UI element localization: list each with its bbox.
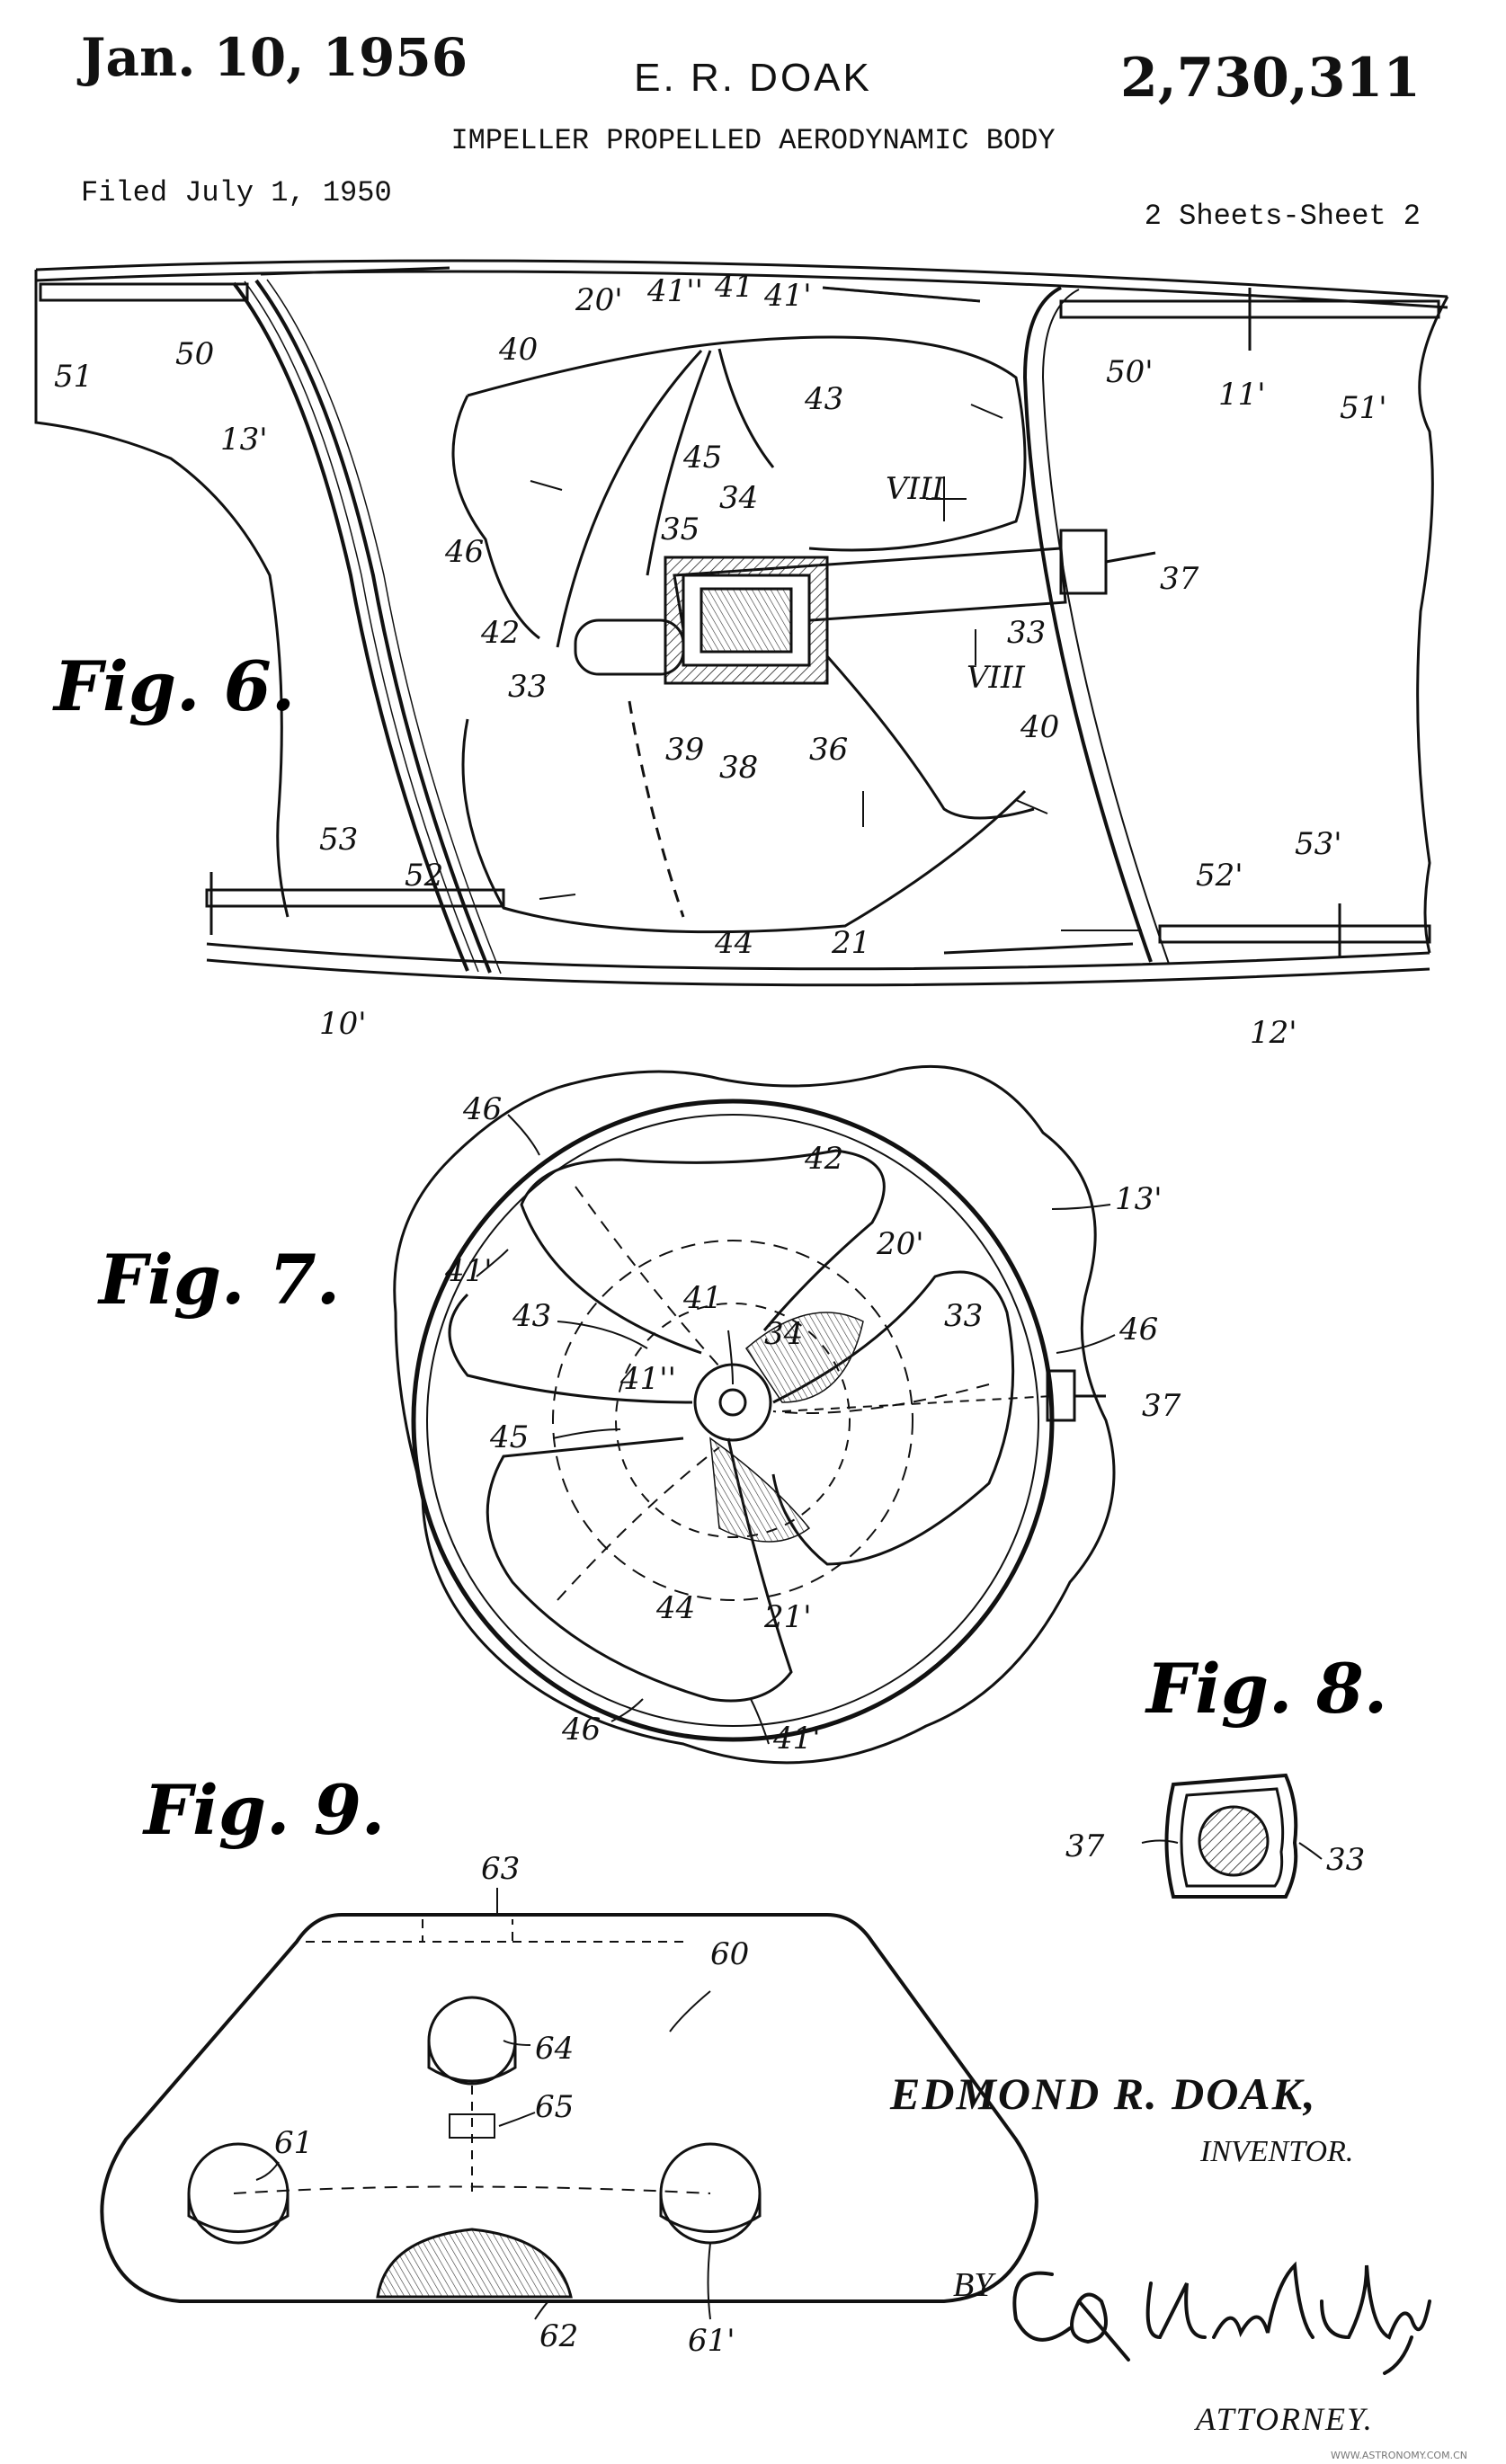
ref-label: 33 xyxy=(944,1298,983,1334)
ref-label: 33 xyxy=(1326,1842,1365,1878)
ref-label: 36 xyxy=(809,732,848,768)
ref-label: 41'' xyxy=(619,1361,676,1397)
ref-label: 13' xyxy=(220,422,268,458)
ref-label: 37 xyxy=(1160,561,1199,597)
ref-label: 46 xyxy=(1118,1312,1158,1348)
ref-label: 39 xyxy=(665,732,704,768)
ref-label: 46 xyxy=(462,1091,502,1127)
ref-label: 50 xyxy=(175,336,214,372)
ref-label: 40 xyxy=(498,332,538,368)
fig6-label: Fig. 6. xyxy=(52,646,295,726)
ref-label: 41' xyxy=(763,278,812,314)
ref-label: 43 xyxy=(512,1298,551,1334)
ref-label: 45 xyxy=(489,1419,529,1455)
fig8-reference-numerals: 37 33 xyxy=(1065,1828,1365,1878)
ref-label: 41' xyxy=(772,1721,821,1757)
fig9-reference-numerals: 63 60 64 65 61 62 61' xyxy=(274,1851,749,2359)
ref-label: 65 xyxy=(535,2089,574,2125)
ref-label: 21 xyxy=(831,925,870,961)
ref-label: 50' xyxy=(1106,354,1154,390)
patent-title: IMPELLER PROPELLED AERODYNAMIC BODY xyxy=(450,124,1056,157)
fig7-leader-lines xyxy=(476,1114,1116,1745)
ref-label: 34 xyxy=(764,1316,803,1352)
ref-label: 41' xyxy=(444,1253,493,1289)
ref-label: 40 xyxy=(1020,709,1059,745)
ref-label: 53 xyxy=(319,822,358,858)
attorney-label: ATTORNEY. xyxy=(1196,2401,1374,2437)
inventor-signature-name: EDMOND R. DOAK, xyxy=(890,2068,1317,2119)
watermark: WWW.ASTRONOMY.COM.CN xyxy=(1331,2450,1467,2461)
by-label: BY xyxy=(953,2266,994,2304)
ref-label: 52' xyxy=(1196,858,1243,894)
ref-label: 63 xyxy=(481,1851,520,1887)
ref-label: 20' xyxy=(575,282,623,318)
patent-date: Jan. 10, 1956 xyxy=(81,27,468,88)
ref-label: 12' xyxy=(1250,1015,1297,1051)
ref-label: 51 xyxy=(54,359,93,395)
fig9-label: Fig. 9. xyxy=(142,1770,385,1850)
ref-label: VIII xyxy=(886,471,944,507)
inventor-role: INVENTOR. xyxy=(1200,2135,1354,2168)
fig8-label: Fig. 8. xyxy=(1145,1649,1387,1729)
ref-label: 13' xyxy=(1115,1181,1163,1217)
ref-label: 41'' xyxy=(646,273,703,309)
figure-6 xyxy=(34,259,1449,987)
fig6-reference-numerals: 20' 41'' 41 41' 40 50 51 13' 43 45 34 35… xyxy=(54,269,1387,1051)
ref-label: 38 xyxy=(719,750,758,786)
ref-label: 62 xyxy=(539,2318,578,2354)
ref-label: 11' xyxy=(1218,377,1266,413)
ref-label: 64 xyxy=(535,2031,574,2067)
figure-9 xyxy=(100,1888,1038,2320)
sheet-count: 2 Sheets-Sheet 2 xyxy=(1144,200,1421,233)
figure-7 xyxy=(393,1064,1116,1765)
ref-label: 41 xyxy=(714,269,753,305)
attorney-signature xyxy=(1012,2261,1431,2375)
ref-label: 44 xyxy=(655,1590,695,1626)
ref-label: 10' xyxy=(319,1006,367,1042)
figure-8 xyxy=(1141,1773,1323,1899)
ref-label: 35 xyxy=(661,511,700,547)
ref-label: 42 xyxy=(480,615,520,651)
ref-label: 46 xyxy=(444,534,484,570)
ref-label: 20' xyxy=(876,1226,924,1262)
ref-label: 52 xyxy=(405,858,443,894)
patent-number: 2,730,311 xyxy=(1119,47,1421,110)
ref-label: 61' xyxy=(688,2323,735,2359)
ref-label: 60 xyxy=(710,1936,749,1972)
ref-label: 43 xyxy=(804,381,843,417)
ref-label: 46 xyxy=(561,1712,601,1748)
fig7-reference-numerals: 46 42 13' 20' 41' 43 41 34 33 46 41'' 37… xyxy=(444,1091,1181,1757)
ref-label: 33 xyxy=(1007,615,1046,651)
ref-label: 44 xyxy=(714,925,753,961)
ref-label: 33 xyxy=(508,669,547,705)
ref-label: 61 xyxy=(274,2125,313,2161)
ref-label: 53' xyxy=(1295,826,1342,862)
ref-label: 37 xyxy=(1142,1388,1181,1424)
filed-date: Filed July 1, 1950 xyxy=(81,176,392,209)
ref-label: 37 xyxy=(1065,1828,1105,1864)
ref-label: 51' xyxy=(1340,390,1387,426)
ref-label: VIII xyxy=(967,660,1025,696)
ref-label: 45 xyxy=(682,440,722,476)
inventor-name: E. R. DOAK xyxy=(634,56,872,100)
ref-label: 21' xyxy=(763,1599,812,1635)
fig7-label: Fig. 7. xyxy=(97,1240,340,1320)
ref-label: 34 xyxy=(719,480,758,516)
ref-label: 41 xyxy=(682,1280,722,1316)
ref-label: 42 xyxy=(804,1141,843,1177)
